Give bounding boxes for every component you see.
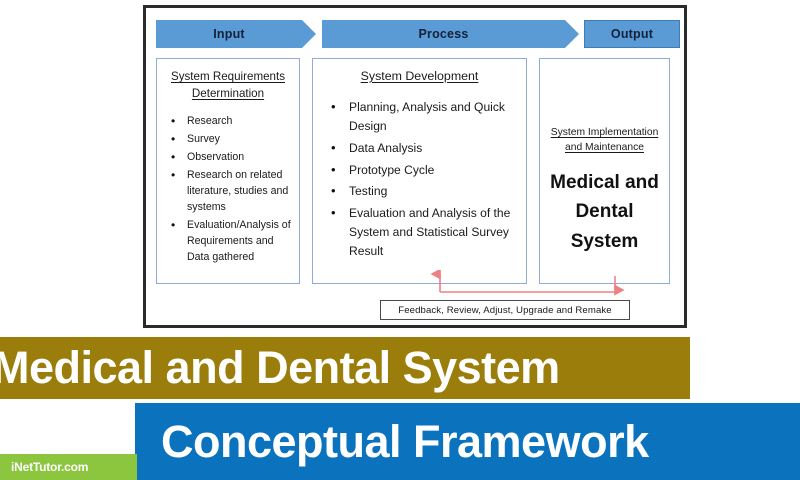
phase-header-output-label: Output [610,27,654,41]
list-item: Prototype Cycle [331,160,518,180]
input-content-box: System Requirements Determination Resear… [156,58,300,284]
input-box-title: System Requirements Determination [157,69,299,103]
list-item: Observation [171,148,293,166]
title-banner-blue: Conceptual Framework [135,403,800,480]
phase-header-input-label: Input [213,27,245,41]
output-subtitle-line1: System Implementation [550,127,659,138]
phase-header-row: Input Process Output [156,20,680,48]
process-box-title-text: System Development [360,69,479,83]
feedback-label-text: Feedback, Review, Adjust, Upgrade and Re… [398,304,612,316]
site-logo-text: iNetTutor.com [11,460,89,474]
output-system-name: Medical and Dental System [540,168,669,256]
site-logo: iNetTutor.com [0,454,137,480]
phase-header-process-label: Process [418,27,469,41]
output-system-name-line2: Dental [575,201,634,223]
output-system-name-line3: System [570,230,639,252]
input-box-title-line1: System Requirements [170,70,286,83]
list-item: Data Analysis [331,138,518,158]
output-subtitle-line2: and Maintenance [564,142,644,154]
process-content-box: System Development Planning, Analysis an… [312,58,527,284]
phase-header-input: Input [156,20,316,48]
list-item: Research [171,112,293,130]
title-banner-blue-text: Conceptual Framework [161,415,649,467]
list-item: Research on related literature, studies … [171,166,293,215]
output-system-name-line1: Medical and [550,171,659,193]
input-box-title-line2: Determination [191,86,265,100]
input-bullet-list: Research Survey Observation Research on … [157,112,299,266]
process-bullet-list: Planning, Analysis and Quick Design Data… [313,97,526,261]
conceptual-framework-diagram: Input Process Output System Requirements… [143,5,687,328]
feedback-label-box: Feedback, Review, Adjust, Upgrade and Re… [380,300,630,320]
title-banner-gold-text: Medical and Dental System [0,342,560,393]
output-content-box: System Implementation and Maintenance Me… [539,58,670,284]
phase-header-output: Output [584,20,680,48]
list-item: Evaluation/Analysis of Requirements and … [171,216,293,265]
list-item: Testing [331,181,518,201]
output-subtitle: System Implementation and Maintenance [540,125,669,156]
process-box-title: System Development [313,68,526,86]
phase-header-process: Process [322,20,579,48]
list-item: Planning, Analysis and Quick Design [331,97,518,136]
list-item: Evaluation and Analysis of the System an… [331,203,518,261]
title-banner-gold: Medical and Dental System [0,337,690,399]
list-item: Survey [171,130,293,148]
